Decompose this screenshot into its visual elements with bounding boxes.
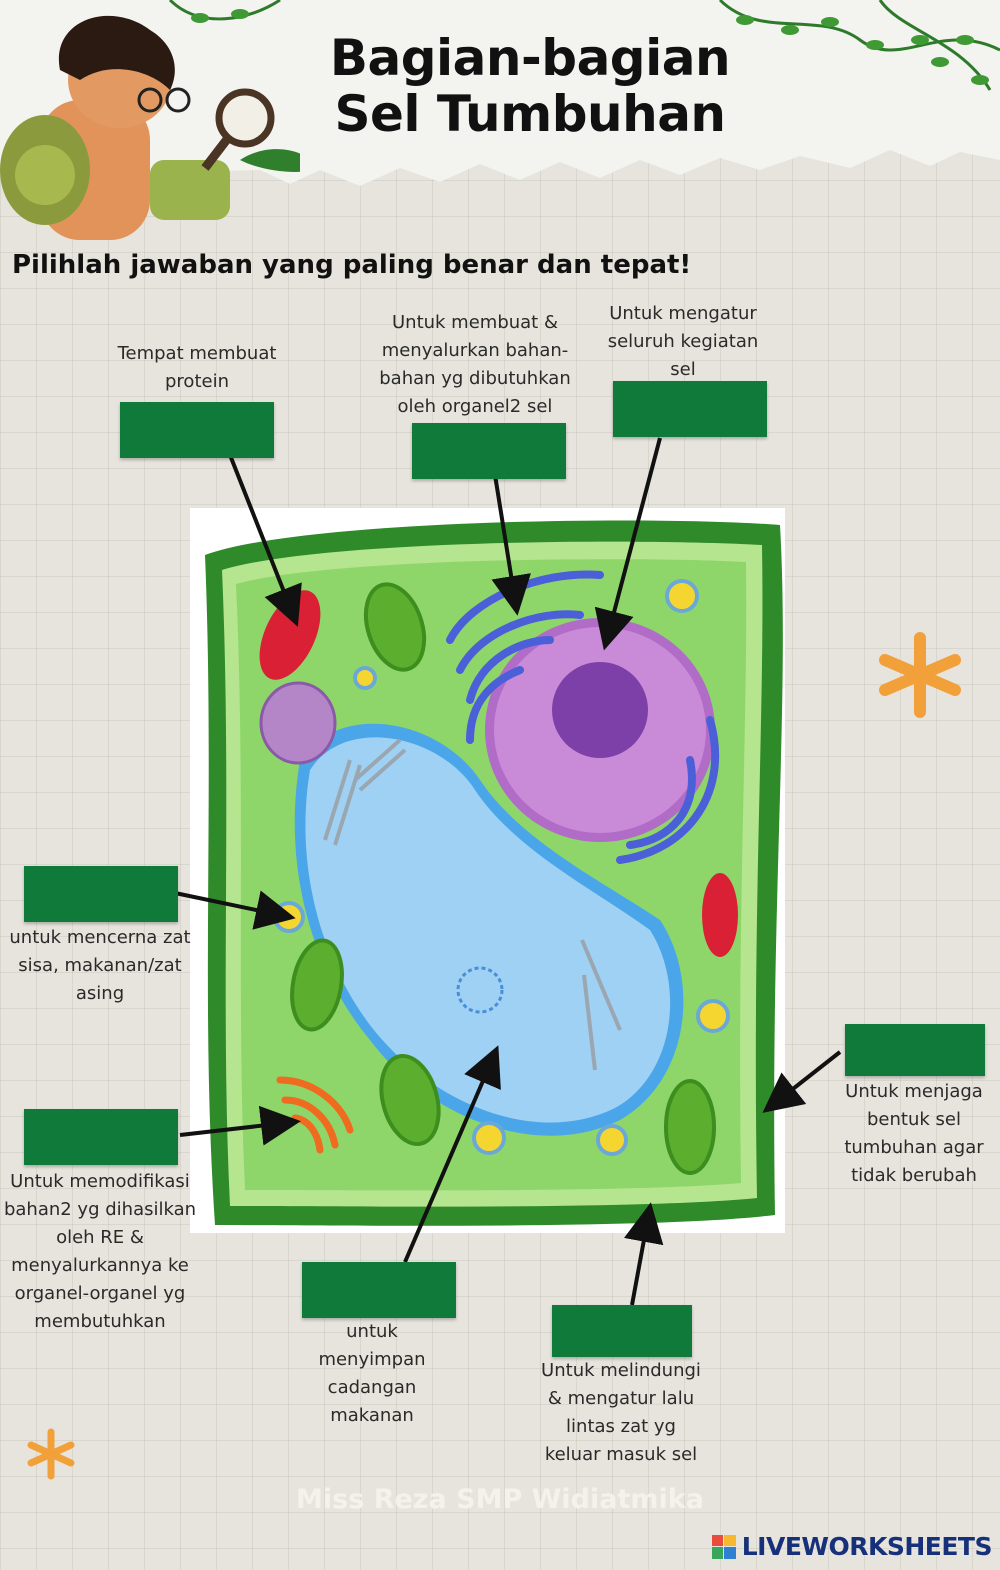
brand-text: LIVEWORKSHEETS (741, 1532, 993, 1561)
desc-nucleus: Untuk mengatur seluruh kegiatan sel (607, 303, 759, 380)
nucleolus (552, 662, 648, 758)
arrow-cell-wall (762, 1050, 842, 1113)
answer-box-er[interactable] (412, 423, 566, 479)
arrow-er (491, 474, 531, 616)
desc-cell-membrane: Untuk melindungi & mengatur lalu lintas … (541, 1360, 701, 1465)
arrow-vacuole (403, 1045, 501, 1263)
answer-box-lysosome[interactable] (24, 866, 178, 922)
vacuole-core (456, 966, 504, 1014)
answer-box-golgi[interactable] (24, 1109, 178, 1165)
arrow-nucleus (594, 437, 662, 651)
amyloplast (259, 681, 337, 765)
arrow-lysosome (174, 890, 296, 930)
desc-golgi: Untuk memodifikasi bahan2 yg dihasilkan … (3, 1171, 197, 1332)
arrow-membrane (623, 1202, 664, 1306)
answer-box-nucleus[interactable] (613, 381, 767, 437)
star-decoration-left (27, 1428, 75, 1480)
answer-box-ribosome[interactable] (120, 402, 274, 458)
answer-box-cell-membrane[interactable] (552, 1305, 692, 1357)
desc-lysosome: untuk mencerna zat sisa, makanan/zat asi… (9, 927, 191, 1004)
title-line-2: Sel Tumbuhan (334, 85, 726, 143)
chloroplasts (290, 582, 716, 1175)
instruction-text: Pilihlah jawaban yang paling benar dan t… (12, 250, 692, 280)
vine-decoration (168, 0, 1000, 91)
desc-vacuole: untuk menyimpan cadangan makanan (318, 1321, 426, 1426)
desc-ribosome: Tempat membuat protein (117, 343, 277, 392)
liveworksheets-brand[interactable]: LIVEWORKSHEETS (711, 1532, 993, 1561)
answer-box-vacuole[interactable] (302, 1262, 456, 1318)
author-credit: Miss Reza SMP Widiatmika (296, 1484, 704, 1515)
page-title: Bagian-bagian Sel Tumbuhan (290, 30, 770, 142)
arrow-golgi (179, 1105, 301, 1146)
star-decoration-right (879, 632, 961, 718)
answer-box-cell-wall[interactable] (845, 1024, 985, 1076)
title-line-1: Bagian-bagian (329, 29, 731, 87)
liveworksheets-logo-icon (711, 1534, 736, 1559)
arrow-ribosome (228, 454, 302, 627)
scientist-illustration (0, 15, 300, 240)
desc-er: Untuk membuat & menyalurkan bahan- bahan… (379, 312, 571, 417)
desc-cell-wall: Untuk menjaga bentuk sel tumbuhan agar t… (844, 1081, 984, 1186)
